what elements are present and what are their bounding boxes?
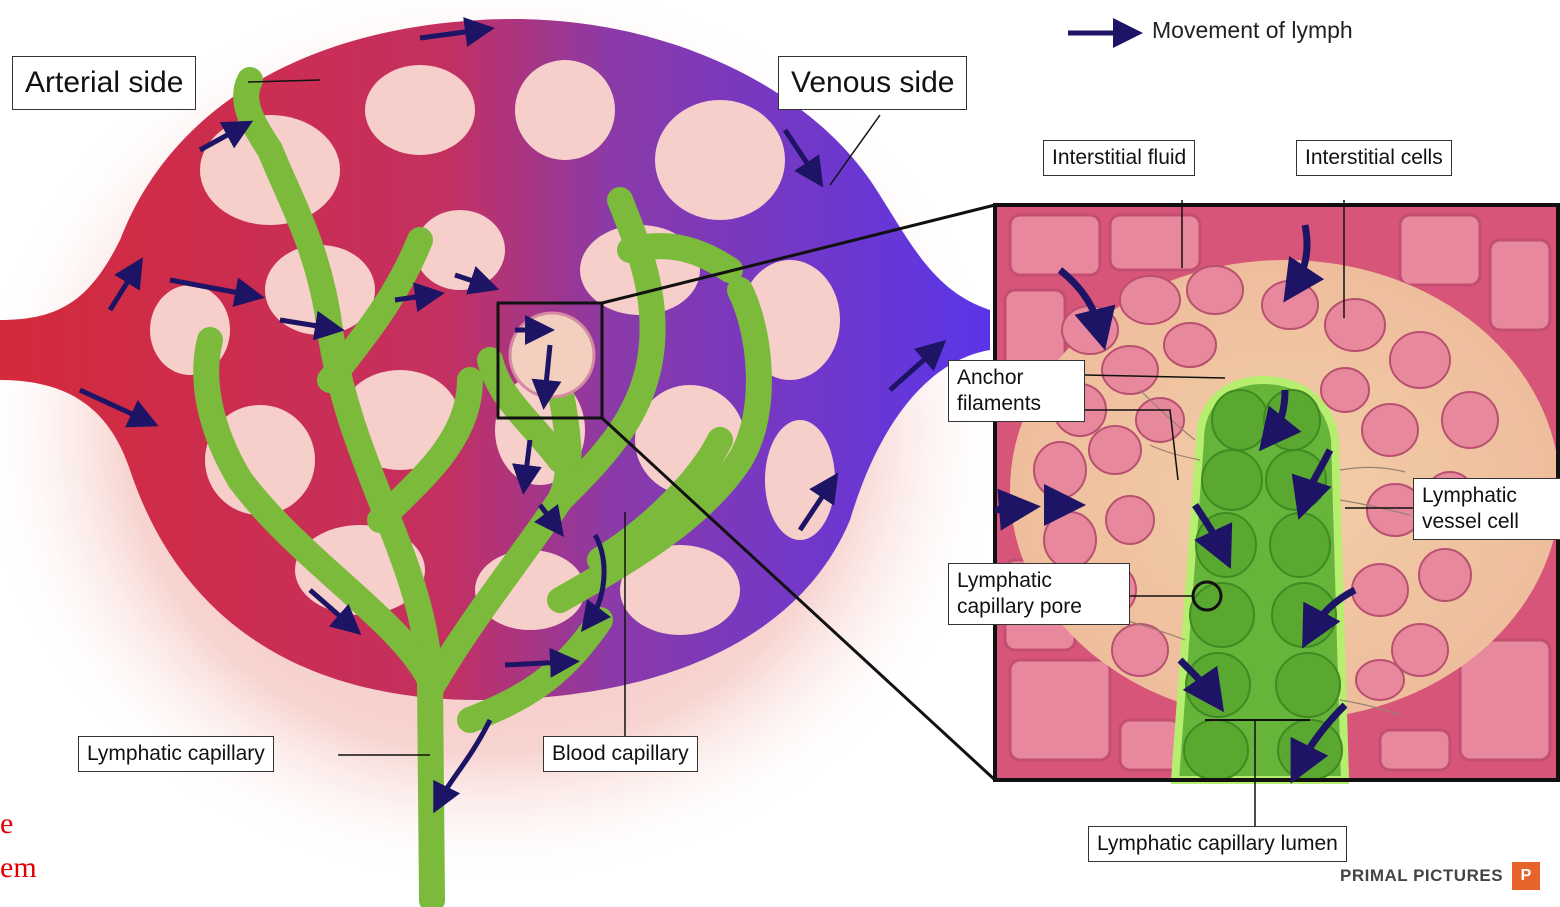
legend-label: Movement of lymph [1152,17,1353,44]
label-lymphatic-capillary-lumen: Lymphatic capillary lumen [1088,826,1347,862]
brand-name: PRIMAL PICTURES [1340,866,1503,886]
slide-text-line-1: e [0,806,13,842]
label-interstitial-cells: Interstitial cells [1296,140,1452,176]
label-interstitial-fluid: Interstitial fluid [1043,140,1195,176]
label-anchor-filaments: Anchor filaments [948,360,1085,422]
label-lymphatic-capillary: Lymphatic capillary [78,736,274,772]
zoom-source-circle [510,313,594,397]
slide-text-line-2: em [0,850,37,886]
label-lymphatic-capillary-pore: Lymphatic capillary pore [948,563,1130,625]
label-blood-capillary: Blood capillary [543,736,698,772]
label-arterial-side: Arterial side [12,56,196,110]
brand-logo-icon: P [1512,862,1540,890]
label-lymphatic-vessel-cell: Lymphatic vessel cell [1413,478,1560,540]
label-venous-side: Venous side [778,56,967,110]
